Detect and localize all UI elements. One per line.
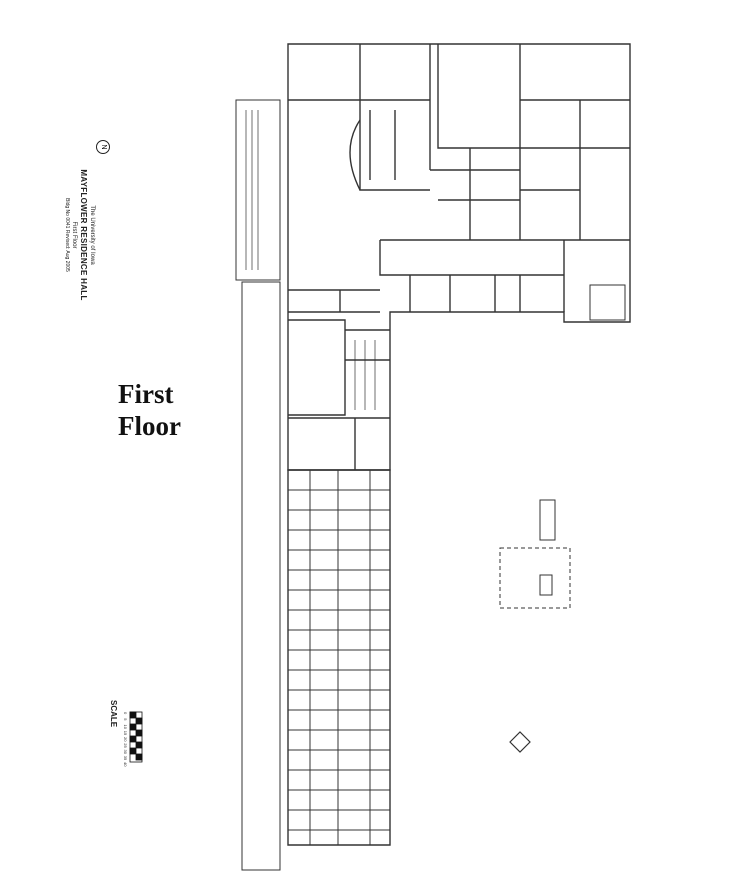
title-line-2: Floor [118,411,181,441]
title-line-1: First [118,379,174,409]
drawing-note: Bldg No 0041 Revised: Aug 2005 [64,198,70,272]
north-arrow-icon: N [96,140,110,154]
scale-tick-label: 10 [123,725,128,730]
scale-tick-label: 0 [123,712,128,715]
drawing-header: The University of Iowa MAYFLOWER RESIDEN… [63,150,96,320]
scale-tick-label: 15 [123,731,128,736]
scale-bar [129,711,143,763]
south-wing-outline [287,469,391,846]
page-title: First Floor [118,378,181,442]
west-walkway [241,281,281,871]
org-name: The University of Iowa [89,205,95,265]
scale-tick-label: 40 [123,762,128,767]
scale-tick-label: 35 [123,756,128,761]
scale-tick-label: 25 [123,743,128,748]
floor-name: First Floor [71,221,77,249]
scale-tick-label: 30 [123,750,128,755]
north-wing-outline [287,43,631,471]
scale-tick-label: 5 [123,718,128,721]
building-name: MAYFLOWER RESIDENCE HALL [79,169,88,301]
annex-outline [499,547,571,609]
scale-label: SCALE [109,700,118,728]
scale-tick-label: 20 [123,737,128,742]
